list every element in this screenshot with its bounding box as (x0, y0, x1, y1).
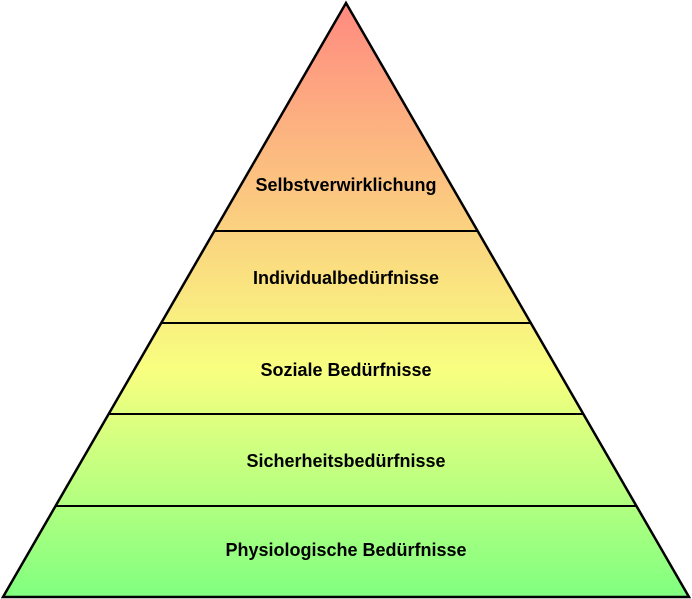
level-label-self-actualization: Selbstverwirklichung (255, 175, 436, 195)
level-label-esteem: Individualbedürfnisse (253, 268, 439, 288)
level-label-social: Soziale Bedürfnisse (260, 360, 431, 380)
level-label-safety: Sicherheitsbedürfnisse (246, 451, 445, 471)
level-label-physiological: Physiologische Bedürfnisse (225, 540, 466, 560)
